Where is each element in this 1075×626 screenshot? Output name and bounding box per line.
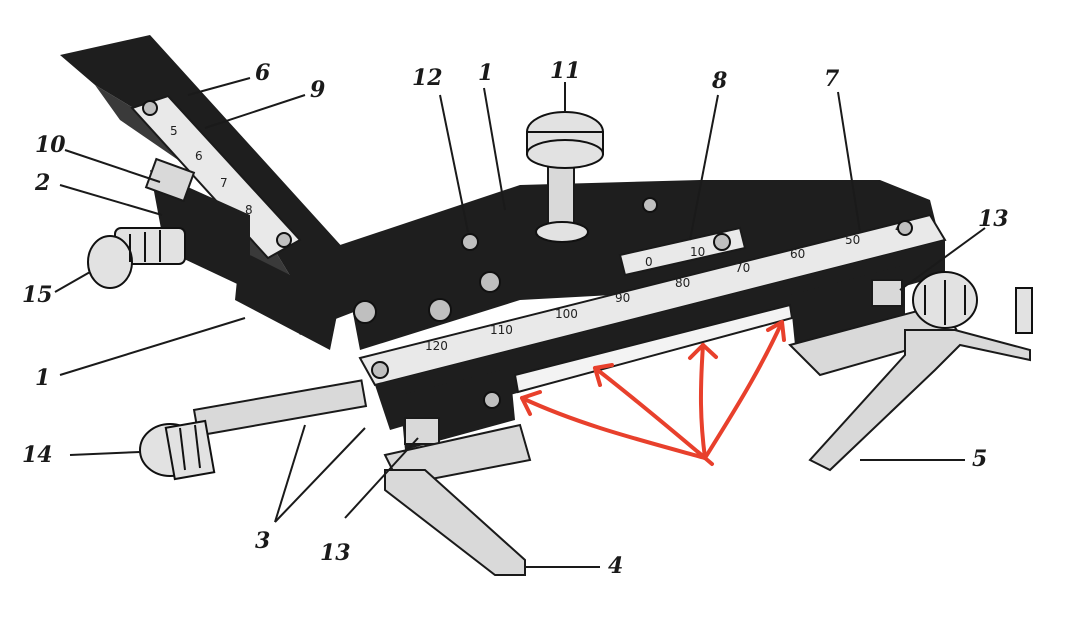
clamp-screw	[483, 391, 501, 409]
callout-7: 7	[824, 66, 861, 233]
label-15: 15	[22, 282, 53, 308]
scale-screw	[142, 100, 158, 116]
vertical-scale-label: 5	[170, 124, 178, 138]
main-scale-label: 70	[735, 261, 750, 275]
label-7: 7	[824, 66, 840, 92]
main-scale-label: 120	[425, 339, 448, 353]
scale-end-screw	[897, 220, 913, 236]
plate-screw	[353, 300, 377, 324]
plate-screw	[479, 271, 501, 293]
label-5: 5	[972, 446, 987, 472]
label-13-right: 13	[978, 206, 1009, 232]
vernier-label: 0	[645, 255, 653, 269]
label-10: 10	[35, 132, 66, 158]
red-arrow	[520, 396, 707, 460]
callout-1-top: 1	[478, 60, 506, 211]
red-arrow-head	[766, 320, 786, 342]
callout-2: 2	[34, 170, 163, 216]
label-9: 9	[310, 77, 325, 103]
knob-15	[87, 227, 186, 289]
lower-rail	[375, 240, 945, 430]
label-13-bottom: 13	[320, 540, 351, 566]
main-scale-label: 50	[845, 233, 860, 247]
label-8: 8	[711, 68, 727, 94]
label-12: 12	[412, 65, 443, 91]
callout-8: 8	[689, 68, 727, 241]
red-arrow	[698, 343, 707, 460]
plate-screw	[461, 233, 479, 251]
red-arrow-head	[593, 363, 614, 387]
plate-screw	[428, 298, 452, 322]
label-3: 3	[255, 528, 270, 554]
callout-13-bottom: 13	[320, 437, 419, 566]
knob-11	[526, 111, 604, 243]
callout-5: 5	[860, 446, 987, 472]
label-14: 14	[22, 442, 53, 468]
label-11: 11	[550, 58, 581, 84]
callout-4: 4	[525, 553, 623, 579]
plate-screw	[642, 197, 658, 213]
clip-4	[384, 469, 526, 576]
vernier-label: 10	[690, 245, 705, 259]
callout-3: 3	[255, 424, 366, 554]
knob-14	[139, 379, 368, 481]
vertical-scale-label: 7	[220, 176, 228, 190]
callout-9: 9	[204, 77, 325, 129]
label-6: 6	[255, 60, 270, 86]
main-scale-label: 110	[490, 323, 513, 337]
callout-6: 6	[187, 60, 270, 96]
left-block	[144, 157, 340, 350]
callout-12: 12	[412, 65, 469, 233]
red-annotation-arrows	[520, 320, 786, 466]
red-arrow	[593, 366, 707, 460]
main-scale-label: 80	[675, 276, 690, 290]
vertical-scale: 5 6 7 8	[130, 94, 302, 260]
label-1-top: 1	[478, 60, 493, 86]
vertical-scale-label: 6	[195, 149, 203, 163]
red-arrow-head	[688, 343, 718, 360]
clip-5	[808, 287, 1033, 472]
callout-1-left: 1	[35, 317, 246, 391]
callout-14: 14	[22, 442, 141, 468]
callout-11: 11	[550, 58, 581, 112]
red-arrow-tail	[696, 450, 714, 466]
scale-end-screw	[371, 361, 389, 379]
red-arrow	[703, 320, 784, 460]
main-scale-label: 60	[790, 247, 805, 261]
scale-screw	[276, 232, 292, 248]
main-scale-label: 100	[555, 307, 578, 321]
vernier: 0 10	[618, 226, 747, 277]
callout-13-right: 13	[899, 206, 1009, 291]
label-2: 2	[34, 170, 50, 196]
vernier-screw	[713, 233, 731, 251]
callout-15: 15	[22, 271, 91, 308]
main-scale-label: 90	[615, 291, 630, 305]
label-4: 4	[608, 553, 623, 579]
red-arrow-head	[520, 390, 542, 416]
callout-10: 10	[35, 132, 161, 183]
vertical-scale-label: 8	[245, 203, 253, 217]
label-1-left: 1	[35, 365, 50, 391]
